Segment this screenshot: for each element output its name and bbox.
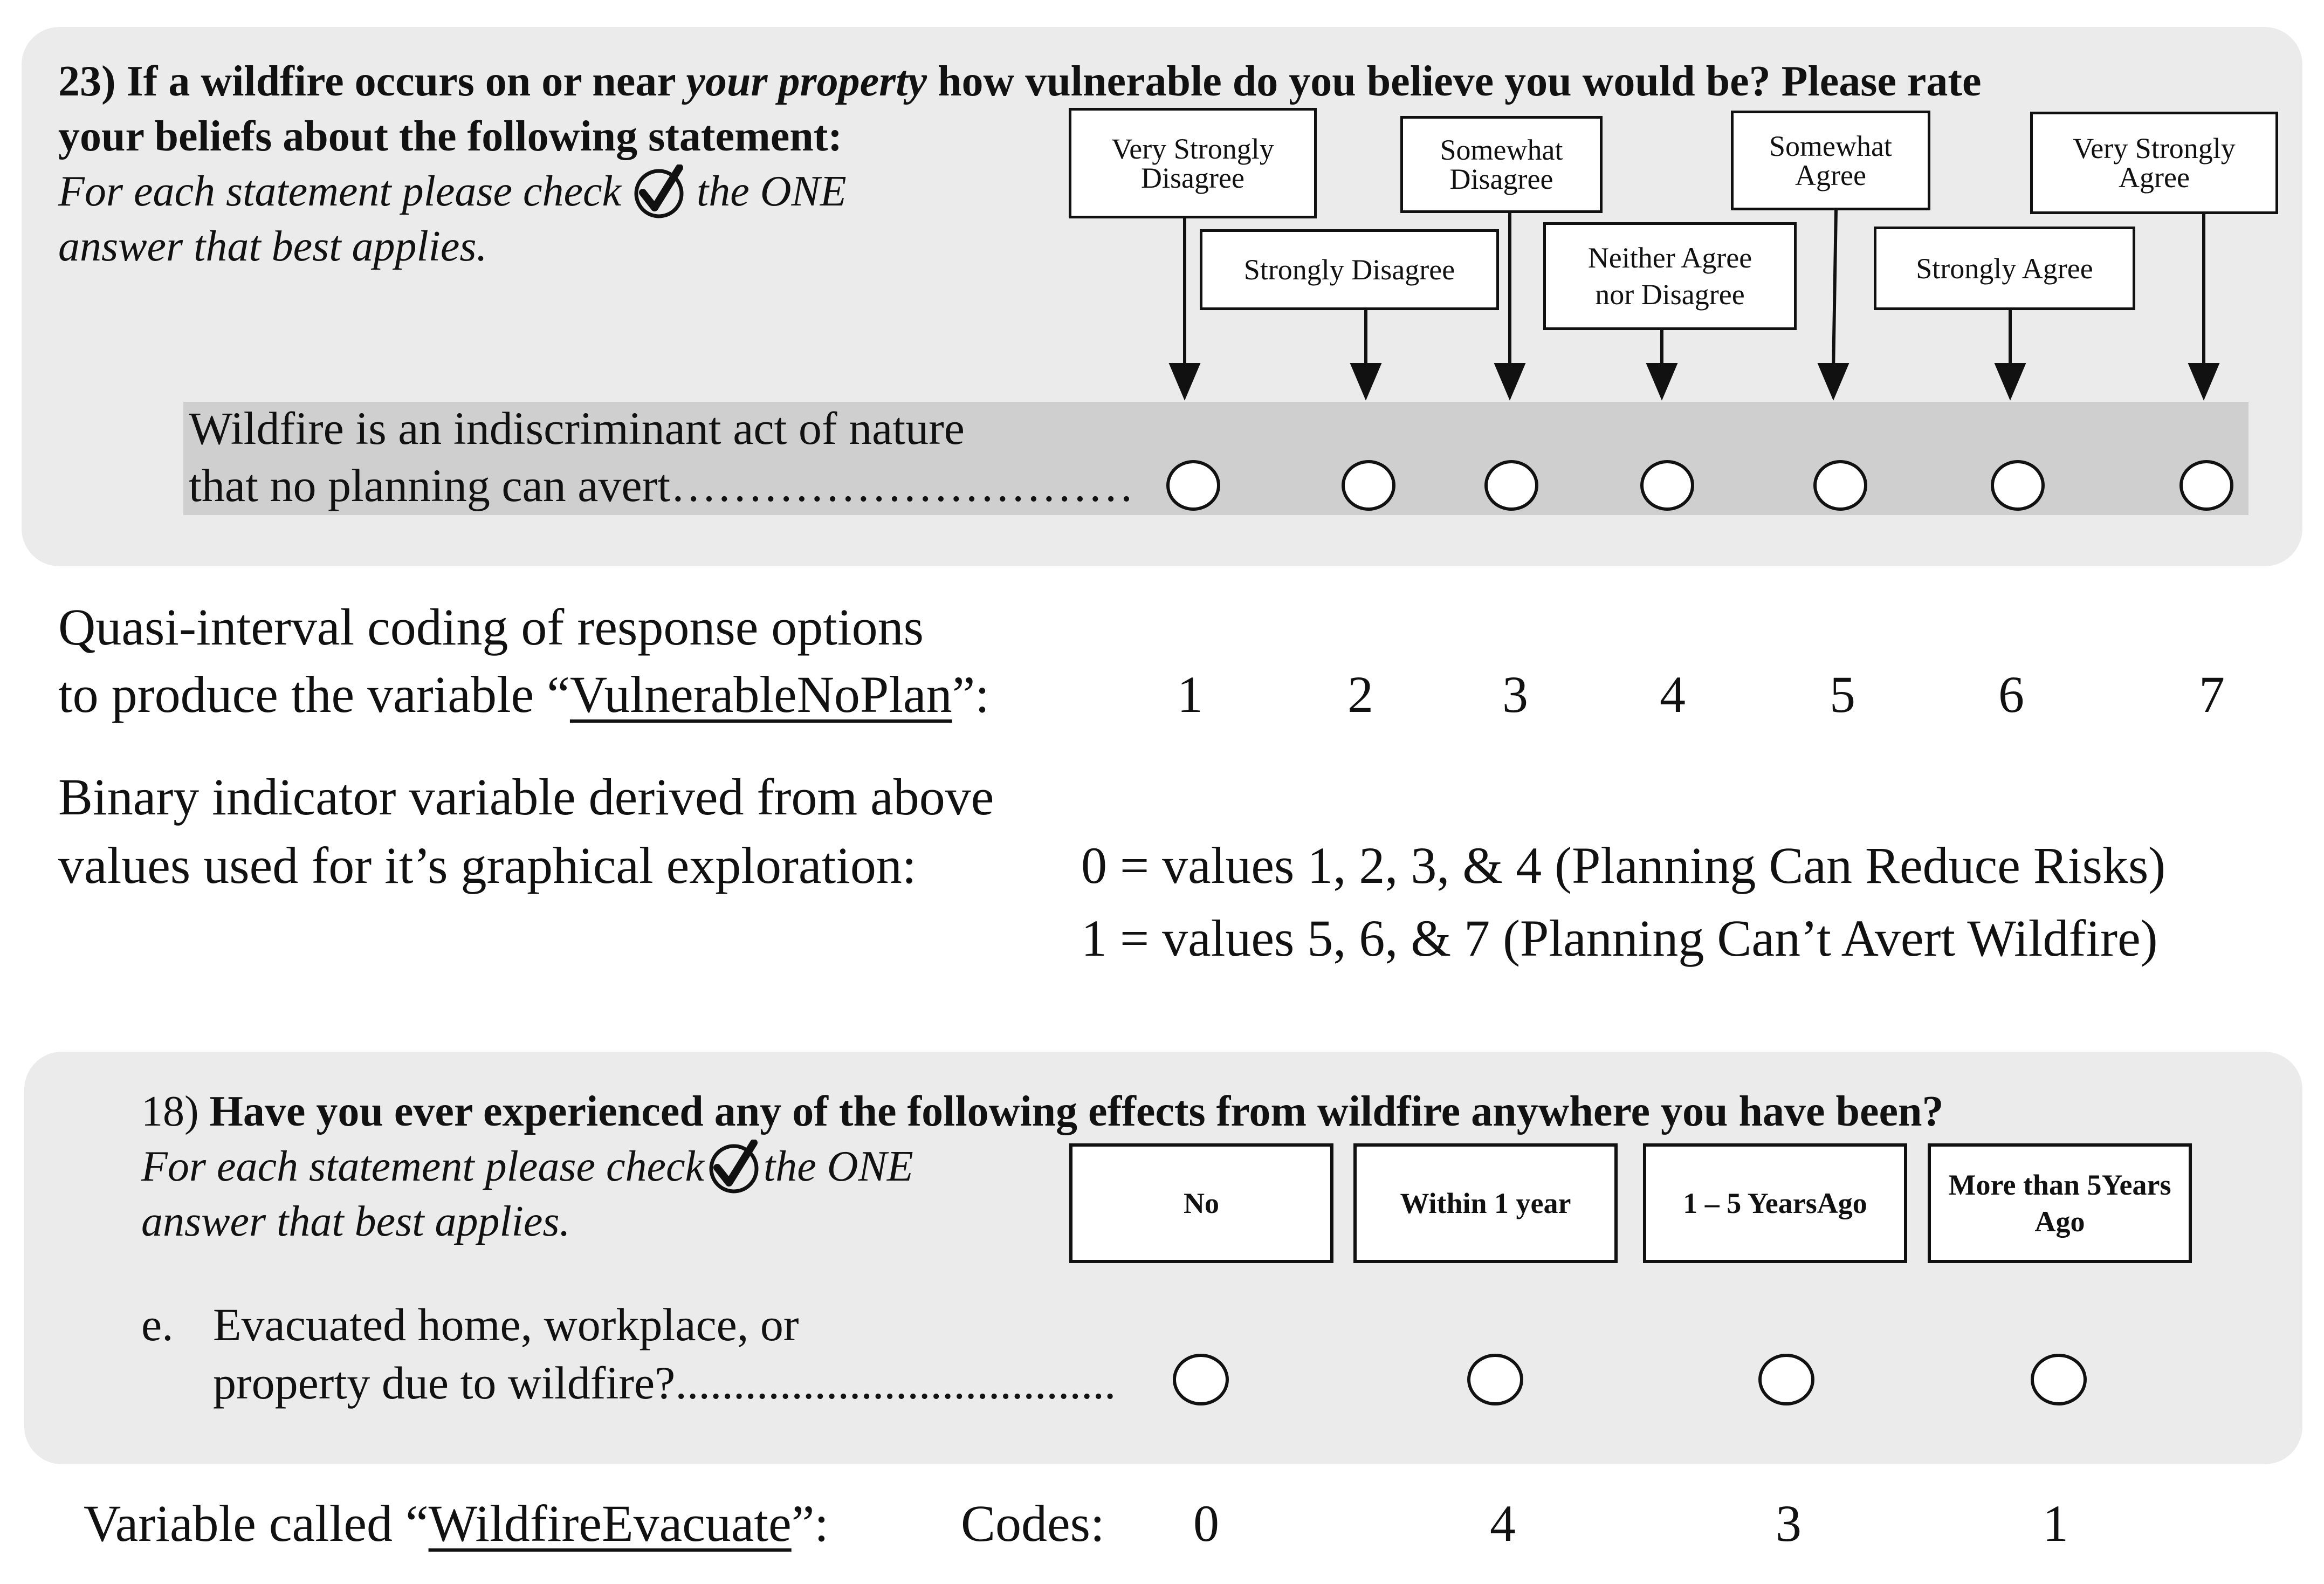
q23-title-start: 23) If a wildfire occurs on or near — [58, 58, 686, 105]
option-1-5-years-ago: 1 – 5 YearsAgo — [1643, 1143, 1907, 1263]
radio-very-strongly-agree[interactable] — [2179, 460, 2233, 511]
arrow-head — [1168, 363, 1201, 401]
option-label: Agree — [2119, 161, 2190, 194]
option-label: Years Ago — [2034, 1169, 2171, 1238]
option-label: Within 1 year — [1400, 1187, 1571, 1219]
q23-title-line1: 23) If a wildfire occurs on or near your… — [58, 54, 1982, 109]
code-value: 3 — [1502, 666, 1528, 723]
q18-item-letter: e. — [141, 1299, 174, 1350]
q18-title: 18) Have you ever experienced any of the… — [141, 1084, 1943, 1139]
radio-strongly-disagree[interactable] — [1342, 460, 1395, 511]
option-label: Ago — [1817, 1187, 1867, 1219]
option-strongly-disagree: Strongly Disagree — [1200, 229, 1499, 310]
binary-line1: Binary indicator variable derived from a… — [58, 768, 994, 826]
q23-instruction-start: For each statement please check — [58, 168, 632, 215]
radio-more-than-5-years-ago[interactable] — [2031, 1354, 2087, 1405]
variable-name-wildfireevacuate: WildfireEvacuate — [428, 1494, 792, 1552]
option-neither-agree-nor-disagree: Neither Agree nor Disagree — [1543, 222, 1797, 330]
option-label: Very Strongly — [1111, 132, 1274, 165]
q18-instruction-line2: answer that best applies. — [141, 1198, 570, 1245]
arrow-head — [1817, 363, 1849, 401]
binary-rule-1: 1 = values 5, 6, & 7 (Planning Can’t Ave… — [1081, 909, 2158, 967]
variable-name-vulnerablenoplan: VulnerableNoPlan — [569, 666, 952, 723]
binary-line2: values used for it’s graphical explorati… — [58, 836, 917, 894]
q18-item-line1: Evacuated home, workplace, or — [213, 1299, 799, 1350]
q18-instruction-line1: For each statement please check the ONE — [141, 1139, 913, 1194]
evac-suffix: ”: — [791, 1494, 829, 1552]
arrow-somewhat-agree — [1832, 210, 1838, 373]
coding-line2: to produce the variable “VulnerableNoPla… — [58, 662, 989, 727]
radio-somewhat-disagree[interactable] — [1484, 460, 1538, 511]
evac-code-value: 4 — [1490, 1494, 1516, 1552]
code-value: 1 — [1177, 666, 1203, 723]
q23-instruction-line1: For each statement please check the ONE — [58, 164, 847, 219]
option-label: Neither Agree — [1587, 242, 1752, 274]
coding-line2-suffix: ”: — [952, 666, 989, 723]
code-value: 5 — [1830, 666, 1855, 723]
arrow-head — [1646, 363, 1678, 401]
evac-code-value: 0 — [1193, 1494, 1219, 1552]
arrow-head — [1350, 363, 1382, 401]
code-value: 6 — [1998, 666, 2024, 723]
arrow-head — [1494, 363, 1526, 401]
q23-title-line2: your beliefs about the following stateme… — [58, 113, 842, 160]
option-strongly-agree: Strongly Agree — [1874, 227, 2135, 310]
radio-strongly-agree[interactable] — [1991, 460, 2045, 511]
code-value: 4 — [1660, 666, 1686, 723]
arrow-head — [1994, 363, 2026, 401]
q23-instruction-line2: answer that best applies. — [58, 223, 487, 270]
arrow-head — [2188, 363, 2220, 401]
statement-line1: Wildfire is an indiscriminant act of nat… — [189, 402, 965, 454]
option-within-1-year: Within 1 year — [1353, 1143, 1618, 1263]
codes-label: Codes: — [961, 1494, 1105, 1552]
check-icon — [632, 164, 686, 218]
code-value: 2 — [1347, 666, 1373, 723]
option-label: Disagree — [1449, 163, 1553, 195]
coding-line1: Quasi-interval coding of response option… — [58, 598, 924, 656]
option-label: More than 5 — [1948, 1169, 2102, 1201]
option-label: Very Strongly — [2073, 132, 2236, 164]
evac-prefix: Variable called “ — [84, 1494, 429, 1552]
q23-instruction-end: the ONE — [686, 168, 847, 215]
option-label: Somewhat — [1440, 134, 1563, 166]
binary-rule-0: 0 = values 1, 2, 3, & 4 (Planning Can Re… — [1081, 836, 2166, 894]
q18-instruction-start: For each statement please check — [141, 1143, 705, 1190]
coding-line2-prefix: to produce the variable “ — [58, 666, 570, 723]
option-label: Strongly Disagree — [1243, 253, 1455, 286]
radio-within-1-year[interactable] — [1467, 1354, 1523, 1405]
q18-instruction-end: the ONE — [764, 1143, 913, 1190]
q18-title-text: Have you ever experienced any of the fol… — [209, 1088, 1944, 1135]
evac-variable-line: Variable called “WildfireEvacuate”: — [84, 1491, 829, 1556]
statement-line2: that no planning can avert………………………… — [189, 460, 1135, 511]
option-label: No — [1184, 1187, 1219, 1219]
option-more-than-5-years-ago: More than 5Years Ago — [1928, 1143, 2192, 1263]
option-label: nor Disagree — [1595, 278, 1745, 311]
option-label: Strongly Agree — [1916, 252, 2093, 285]
option-label: 1 – 5 Years — [1683, 1187, 1817, 1219]
option-label: Agree — [1795, 159, 1866, 191]
option-label: Disagree — [1141, 161, 1244, 194]
check-icon — [704, 1139, 764, 1194]
option-label: Somewhat — [1769, 129, 1892, 162]
evac-code-value: 3 — [1776, 1494, 1802, 1552]
radio-no[interactable] — [1173, 1354, 1229, 1405]
evac-code-value: 1 — [2043, 1494, 2068, 1552]
code-value: 7 — [2199, 666, 2225, 723]
radio-neither-agree-nor-disagree[interactable] — [1640, 460, 1694, 511]
q18-number: 18) — [141, 1088, 210, 1135]
q23-title-emphasis: your property — [686, 58, 927, 105]
option-no: No — [1069, 1143, 1333, 1263]
radio-1-5-years-ago[interactable] — [1758, 1354, 1814, 1405]
radio-very-strongly-disagree[interactable] — [1166, 460, 1220, 511]
q18-item-line2: property due to wildfire?...............… — [213, 1357, 1116, 1409]
q23-title-end: how vulnerable do you believe you would … — [926, 58, 1982, 105]
radio-somewhat-agree[interactable] — [1813, 460, 1867, 511]
